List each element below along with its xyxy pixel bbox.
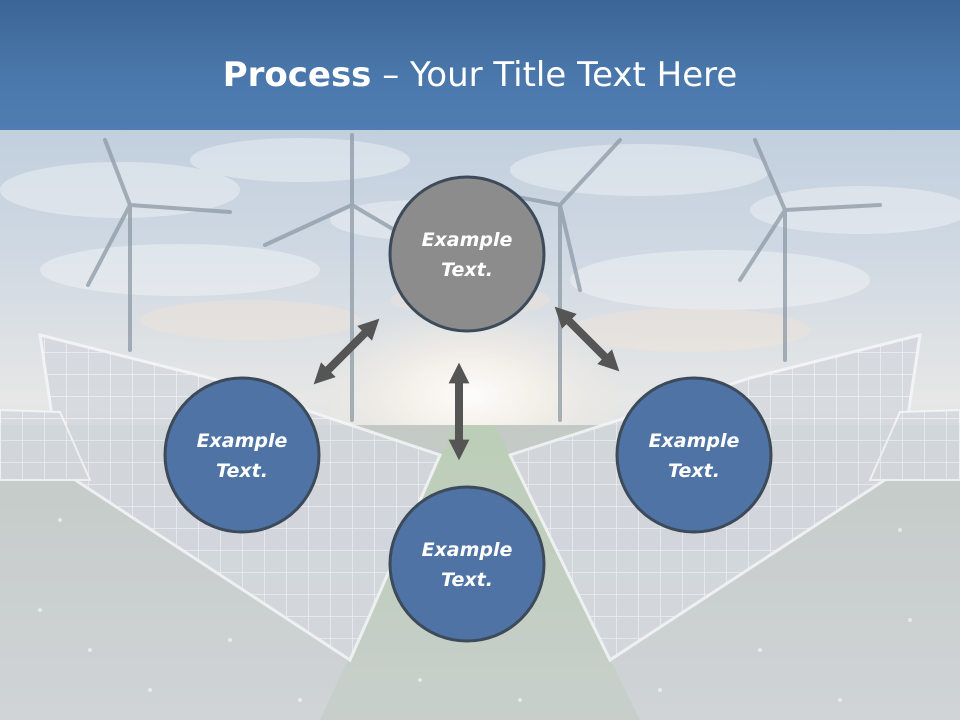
process-node-top[interactable]: Example Text. — [388, 175, 546, 333]
title-bold: Process — [222, 55, 372, 95]
process-node-bottom[interactable]: Example Text. — [388, 485, 546, 643]
arrow-top-left — [313, 318, 380, 385]
process-node-right[interactable]: Example Text. — [615, 376, 773, 534]
node-top-label-line1: Example — [422, 229, 513, 251]
node-left-label-line1: Example — [197, 430, 288, 452]
node-left-label-line2: Text. — [216, 460, 268, 482]
node-circle-right — [615, 376, 773, 534]
title-rest: – Your Title Text Here — [371, 55, 738, 95]
node-right-label-line1: Example — [649, 430, 740, 452]
node-circle-left — [163, 376, 321, 534]
process-node-left[interactable]: Example Text. — [163, 376, 321, 534]
node-top-label-line2: Text. — [441, 259, 493, 281]
node-bottom-label-line2: Text. — [441, 569, 493, 591]
node-bottom-label-line1: Example — [422, 539, 513, 561]
node-right-label-line2: Text. — [668, 460, 720, 482]
slide-title: Process – Your Title Text Here — [0, 50, 960, 100]
arrow-top-right — [554, 306, 620, 372]
node-circle-bottom — [388, 485, 546, 643]
title-bar — [0, 0, 960, 130]
node-circle-top — [388, 175, 546, 333]
